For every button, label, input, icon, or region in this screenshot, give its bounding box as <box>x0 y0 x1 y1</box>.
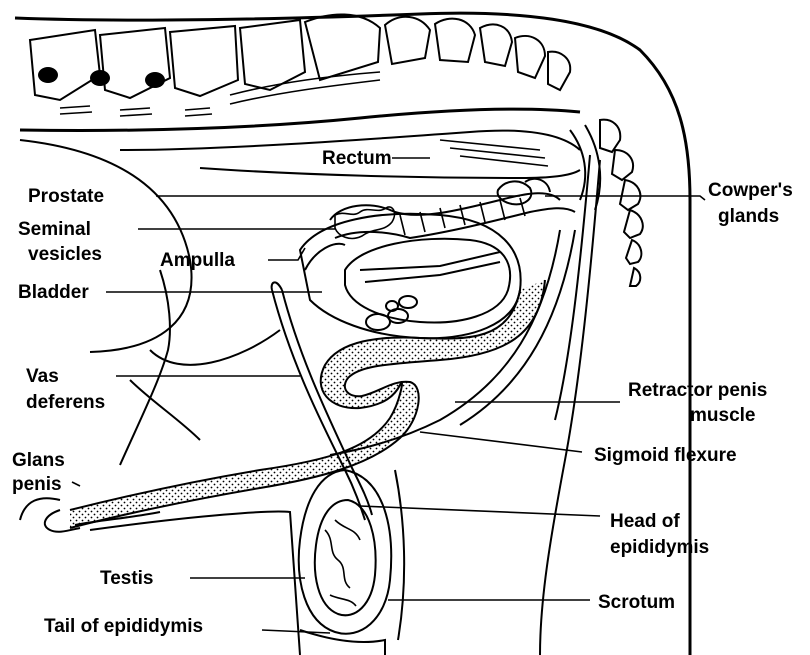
penis <box>45 230 575 532</box>
label-head-epididymis-line2: epididymis <box>610 537 709 558</box>
vertebral-column <box>15 13 690 655</box>
bladder <box>300 214 521 338</box>
label-prostate: Prostate <box>28 186 104 207</box>
label-retractor-line1: Retractor penis <box>628 380 767 401</box>
label-vas-line2: deferens <box>26 392 105 413</box>
label-glans-line1: Glans <box>12 450 65 471</box>
label-head-epididymis-line1: Head of <box>610 511 680 532</box>
accessory-glands <box>330 179 575 239</box>
label-testis: Testis <box>100 568 154 589</box>
label-seminal-line2: vesicles <box>28 244 102 265</box>
label-glans-line2: penis <box>12 474 62 495</box>
label-sigmoid-flexure: Sigmoid flexure <box>594 445 737 466</box>
label-rectum: Rectum <box>322 148 392 169</box>
label-scrotum: Scrotum <box>598 592 675 613</box>
label-cowpers-line2: glands <box>718 206 779 227</box>
testis <box>299 470 404 655</box>
label-bladder: Bladder <box>18 282 89 303</box>
label-seminal-line1: Seminal <box>18 219 91 240</box>
label-retractor-line2: muscle <box>690 405 755 426</box>
label-ampulla: Ampulla <box>160 250 235 271</box>
label-cowpers-line1: Cowper's <box>708 180 793 201</box>
label-tail-epididymis: Tail of epididymis <box>44 616 203 637</box>
label-vas-line1: Vas <box>26 366 59 387</box>
